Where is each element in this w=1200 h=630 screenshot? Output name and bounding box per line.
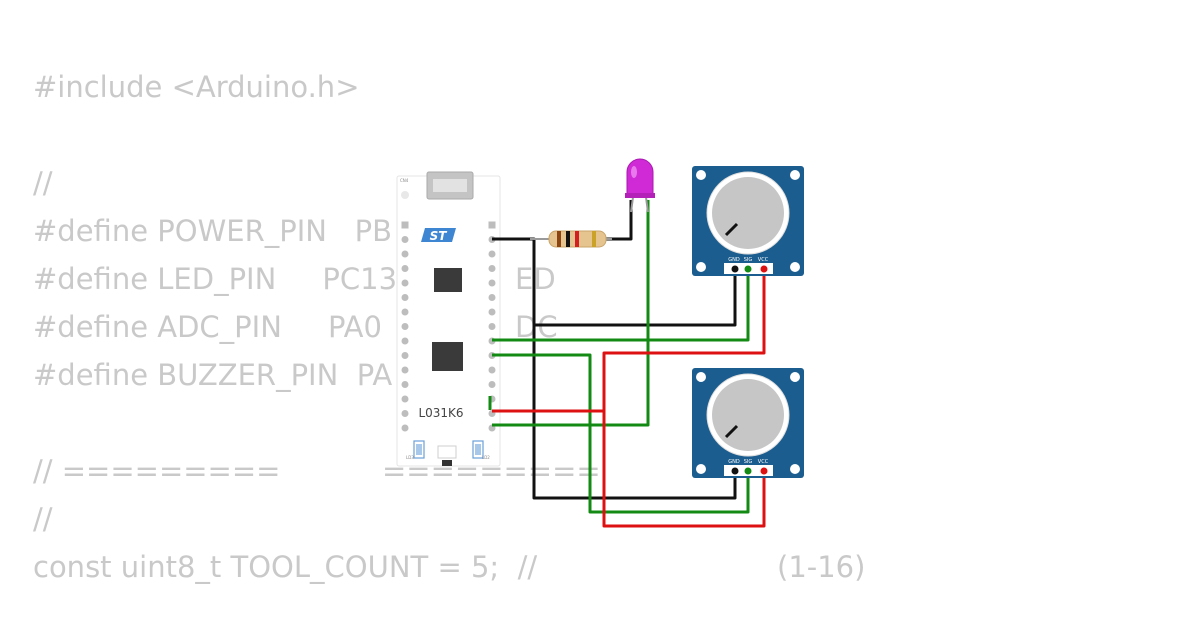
led[interactable] [625, 158, 655, 213]
potentiometer-1[interactable]: GND SIG VCC [692, 166, 804, 276]
resistor-band-4 [592, 231, 596, 247]
led-body [626, 158, 654, 196]
left-header-pin[interactable] [401, 352, 409, 359]
code-line-tool-count: const uint8_t TOOL_COUNT = 5; // [33, 550, 538, 584]
silk-cn4: CN4 [400, 178, 409, 183]
resistor-band-1 [557, 231, 561, 247]
pot-1-knob[interactable] [712, 177, 784, 249]
code-line-buzzer-pin: #define BUZZER_PIN PA [33, 358, 393, 392]
left-header-pin[interactable] [401, 294, 409, 301]
left-header-pin[interactable] [401, 366, 409, 374]
resistor-band-3 [575, 231, 579, 247]
code-line-separator: // ========= [33, 454, 281, 488]
code-line-comment-2: // [33, 502, 53, 536]
left-header-pin[interactable] [401, 279, 409, 287]
left-header-pin[interactable] [401, 250, 409, 258]
wire-red-1[interactable] [492, 267, 766, 413]
left-pin-header [401, 221, 409, 432]
left-header-pin[interactable] [401, 395, 409, 403]
wire-green-1[interactable] [492, 267, 750, 342]
pot-2-knob[interactable] [712, 379, 784, 451]
wire-red-2[interactable] [602, 411, 766, 528]
jumper-cap [442, 460, 452, 466]
regulator-chip-icon [432, 342, 463, 371]
left-header-pin[interactable] [401, 221, 409, 229]
code-fragment-adc: DC [515, 310, 558, 344]
board-label: L031K6 [418, 406, 463, 420]
led-highlight [631, 166, 637, 178]
left-header-pin[interactable] [401, 308, 409, 316]
pot-2-pointer [724, 424, 739, 439]
st-logo-text: ST [430, 229, 448, 243]
right-header-pin[interactable] [488, 265, 496, 272]
code-line-include: #include <Arduino.h> [33, 70, 360, 104]
code-line-led-pin: #define LED_PIN PC13 [33, 262, 398, 296]
left-header-pin[interactable] [401, 236, 409, 243]
left-header-pin[interactable] [401, 337, 409, 345]
wires [488, 200, 766, 528]
left-header-pin[interactable] [401, 265, 409, 272]
mcu-chip-icon [434, 268, 462, 292]
wire-led-to-resistor[interactable] [605, 200, 633, 241]
code-line-comment: // [33, 166, 53, 200]
wire-green-2[interactable] [492, 353, 750, 514]
silk-ld2: LD2 [482, 455, 490, 460]
code-fragment-range: (1-16) [777, 550, 866, 584]
resistor-band-2 [566, 231, 570, 247]
usb-port-icon [433, 179, 467, 192]
left-header-pin[interactable] [401, 381, 409, 388]
svg-text:GND: GND [728, 459, 740, 465]
right-header-pin[interactable] [488, 366, 496, 374]
potentiometer-2[interactable]: GND SIG VCC [692, 368, 804, 478]
left-header-pin[interactable] [401, 424, 409, 432]
right-header-pin[interactable] [488, 294, 496, 301]
nucleo-board[interactable]: ST L031K6 LD3 LD2 CN4 [396, 171, 501, 467]
svg-text:SIG: SIG [744, 257, 753, 263]
left-header-pin[interactable] [401, 410, 409, 417]
resistor[interactable] [530, 230, 612, 248]
right-header-pin[interactable] [488, 381, 496, 388]
reset-button[interactable] [401, 191, 409, 199]
st-logo-icon: ST [421, 228, 456, 243]
right-header-pin[interactable] [488, 250, 496, 258]
svg-text:SIG: SIG [744, 459, 753, 465]
code-line-adc-pin: #define ADC_PIN PA0 [33, 310, 382, 344]
right-header-pin[interactable] [488, 308, 496, 316]
wire-green-3[interactable] [492, 200, 650, 427]
right-header-pin[interactable] [488, 279, 496, 287]
pot-1-hole [696, 170, 706, 180]
svg-text:GND: GND [728, 257, 740, 263]
silk-ld3: LD3 [406, 455, 414, 460]
jumper-block [437, 445, 457, 459]
pot-1-pointer [724, 222, 739, 237]
code-line-power-pin: #define POWER_PIN PB [33, 214, 392, 248]
left-header-pin[interactable] [401, 323, 409, 330]
svg-text:VCC: VCC [758, 257, 769, 263]
right-header-pin[interactable] [488, 221, 496, 229]
led-rim [625, 193, 655, 198]
right-header-pin[interactable] [488, 323, 496, 330]
svg-text:VCC: VCC [758, 459, 769, 465]
